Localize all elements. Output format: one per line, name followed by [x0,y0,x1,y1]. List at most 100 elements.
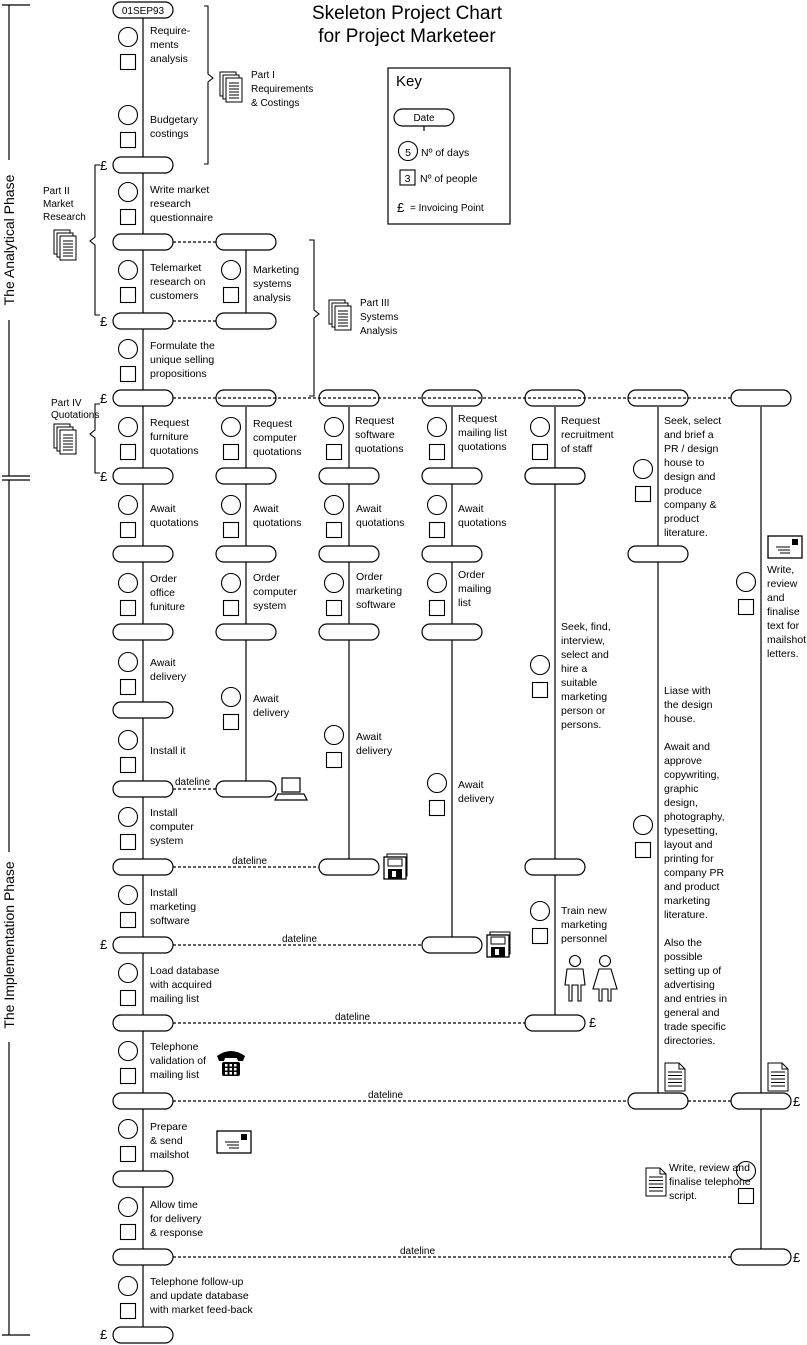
days-circle [529,900,551,922]
days-circle [426,572,448,594]
key-people-number: 3 [405,173,411,185]
task-label-line: the design [664,699,713,711]
task-label-line: Telephone [150,1041,199,1053]
task-label-line: ments [150,39,179,51]
people-box [325,521,343,539]
task-label-line: marketing [664,895,710,907]
task-label-line: Install [150,807,177,819]
task-label-line: computer [253,432,297,444]
days-circle [426,416,448,438]
days-circle [117,104,139,126]
people-box [325,599,343,617]
task-label-line: costings [150,128,189,140]
task-label-line: suitable [561,677,597,689]
analytical-phase-label: The Analytical Phase [1,174,17,305]
task-label-line: Install it [150,745,186,757]
task-label-line: Request [253,418,292,430]
task-label-line: list [458,597,471,609]
task-label-line: delivery [356,745,393,757]
milestone-node [421,389,483,407]
days-circle [220,686,242,708]
envelope-icon [767,535,803,559]
invoicing-pound-sign: £ [100,158,108,173]
task-label-line: software [356,599,396,611]
people-box [325,443,343,461]
task-label-line: mailshot [150,1149,189,1161]
task-label-line: persons. [561,719,601,731]
document-icon [664,1062,686,1092]
task-label-line: Request [355,415,394,427]
start-date-label: 01SEP93 [122,6,165,17]
document-stack-icon [53,423,77,455]
dateline-label: dateline [232,856,267,867]
milestone-node [524,858,586,876]
days-circle [117,1196,139,1218]
task-label-line: Telephone follow-up [150,1276,244,1288]
task-label-line: office [150,587,175,599]
task-label-line: quotations [253,446,301,458]
milestone-node [421,936,483,954]
milestone-node [112,1326,174,1344]
people-box [119,1302,137,1320]
task-label-line: delivery [253,707,290,719]
task-label-line: computer [150,821,194,833]
people-box [119,521,137,539]
people-box [119,1067,137,1085]
days-circle [220,494,242,516]
people-box [119,208,137,226]
task-label-line: PR / design [664,443,718,455]
milestone-node [215,623,277,641]
task-label-line: quotations [458,517,506,529]
people-box [222,521,240,539]
days-circle [220,572,242,594]
people-box [531,927,549,945]
task-label-line: Install [150,887,177,899]
days-circle [117,651,139,673]
days-circle [117,962,139,984]
invoicing-pound-sign: £ [100,1327,108,1342]
people-box [119,678,137,696]
days-circle [117,338,139,360]
task-label-line: photography, [664,811,725,823]
milestone-node [112,156,174,174]
days-circle [323,724,345,746]
task-label-line: review [767,578,798,590]
milestone-node [215,545,277,563]
task-label-line: Order [356,571,383,583]
days-circle [117,1040,139,1062]
task-label-line: Await [458,779,484,791]
task-label-line: Await [150,657,176,669]
chart-title-line1: Skeleton Project Chart [312,3,503,24]
task-label-line: system [253,600,287,612]
people-box [428,799,446,817]
milestone-node [112,1248,174,1266]
task-label-line: setting up of [664,965,721,977]
people-box [119,1145,137,1163]
task-label-line: analysis [253,292,291,304]
invoicing-pound-sign: £ [100,391,108,406]
task-label-line: Order [253,572,280,584]
task-label-line: Marketing [253,264,299,276]
task-label-line: Also the [664,937,702,949]
task-label-line: Request [150,417,189,429]
envelope-icon [216,1130,252,1154]
people-box [119,286,137,304]
milestone-node [112,1170,174,1188]
milestone-node [421,467,483,485]
milestone-node [730,389,792,407]
task-label-line: of staff [561,443,592,455]
task-label-line: Seek, find, [561,621,611,633]
task-label-line: research on [150,276,206,288]
task-label-line: person or [561,705,606,717]
task-label-line: quotations [253,517,301,529]
task-label-line: product [664,513,699,525]
task-label-line: mailing list [150,993,199,1005]
task-label-line: & send [150,1135,183,1147]
task-label-line: trade specific [664,1021,726,1033]
phase-label-bg [2,852,18,1042]
people-box [428,599,446,617]
dateline-label: dateline [400,1246,435,1257]
days-circle [117,806,139,828]
people-box [222,443,240,461]
part-i-bracket [204,5,214,165]
